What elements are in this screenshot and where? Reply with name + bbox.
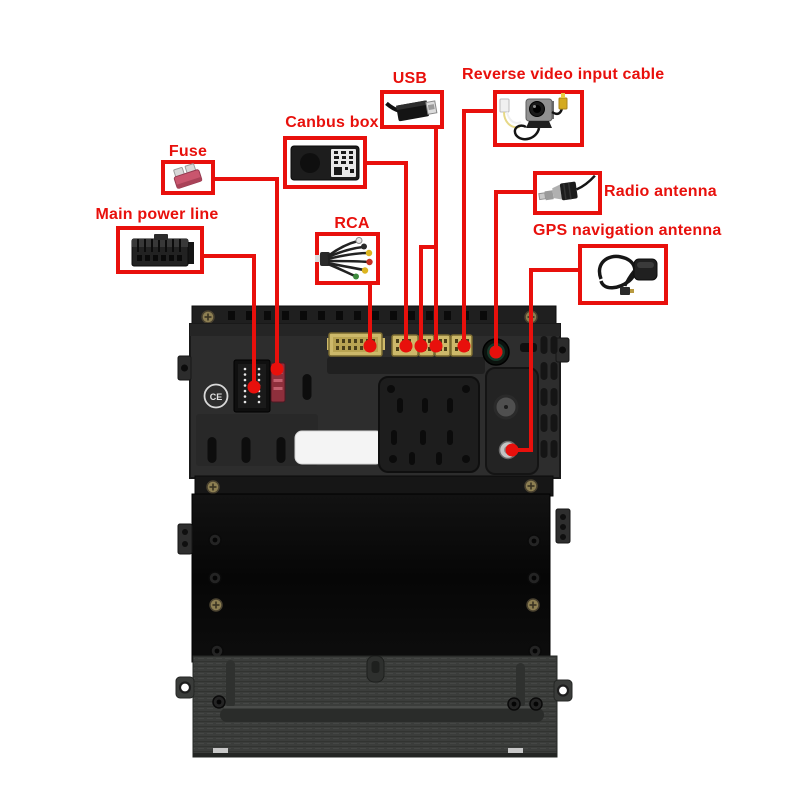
ce-mark: CE (203, 383, 229, 409)
radio-antenna-label: Radio antenna (604, 183, 717, 200)
usb-label: USB (392, 70, 428, 87)
bracket-left (177, 523, 193, 555)
mounting-plate (191, 493, 551, 663)
rca-cable-bundle-image (315, 237, 373, 280)
canbus-endpoint-dot (399, 339, 413, 353)
head-unit-rear: CE (175, 305, 573, 758)
reverse-video-callout-box (493, 90, 584, 147)
chassis-bottom (175, 655, 573, 758)
canbus-label: Canbus box (285, 114, 379, 131)
chassis-ear-left (175, 676, 195, 699)
fuse-endpoint-dot (270, 362, 284, 376)
gps-antenna-label: GPS navigation antenna (533, 222, 722, 239)
center-speaker-panel (378, 376, 480, 473)
callout-lines (202, 109, 580, 452)
callout-endpoints (247, 339, 519, 457)
main-power-label: Main power line (95, 206, 219, 223)
power-harness-plug-image (131, 234, 194, 267)
chassis-ear-right (553, 679, 573, 702)
svg-text:CE: CE (210, 392, 223, 402)
radio-callout-line (494, 190, 535, 348)
gps-antenna-puck-image (597, 254, 658, 295)
gps-callout-line (516, 268, 580, 452)
rca-label: RCA (334, 215, 370, 232)
reverse-camera-cable-image (499, 93, 568, 141)
canbus-callout-line (365, 161, 408, 345)
connector-recess (327, 357, 485, 374)
usb-callout-branch-line (419, 245, 436, 345)
radio-antenna-plug-image (538, 174, 596, 201)
chassis-slot-right (508, 748, 523, 754)
chassis-center-nub (366, 655, 385, 683)
reverse-video-callout-line (462, 109, 495, 345)
gps-endpoint-dot (505, 443, 519, 457)
canbus-decoder-box-image (290, 145, 360, 181)
fuse-label: Fuse (168, 143, 208, 160)
usb-port-cable-image (385, 100, 438, 122)
bottom-band (194, 475, 554, 497)
left-vent-block (196, 414, 318, 466)
usb-endpoint-dot (429, 339, 443, 353)
side-tab-right (555, 337, 570, 363)
usb-branch-endpoint-dot (414, 339, 428, 353)
body-top-shade (190, 324, 560, 336)
radio-endpoint-dot (489, 345, 503, 359)
label-sticker (294, 430, 384, 465)
reverse-video-label: Reverse video input cable (462, 66, 665, 83)
bracket-right (555, 508, 571, 544)
main-power-callout-line (202, 254, 256, 385)
usb-callout-box (380, 90, 444, 129)
blade-fuse-image (173, 163, 203, 189)
main-power-callout-box (116, 226, 204, 274)
vent-slot (520, 343, 537, 352)
canbus-callout-box (283, 136, 367, 189)
side-tab-left (177, 355, 192, 381)
gps-callout-box (578, 244, 668, 305)
rca-endpoint-dot (363, 339, 377, 353)
reverse-video-endpoint-dot (457, 339, 471, 353)
radio-callout-box (533, 171, 602, 215)
main-power-endpoint-dot (247, 380, 261, 394)
rca-callout-box (315, 232, 380, 285)
fuse-callout-box (161, 160, 215, 195)
chassis-slot-left (213, 748, 228, 754)
fuse-callout-line (215, 177, 279, 367)
